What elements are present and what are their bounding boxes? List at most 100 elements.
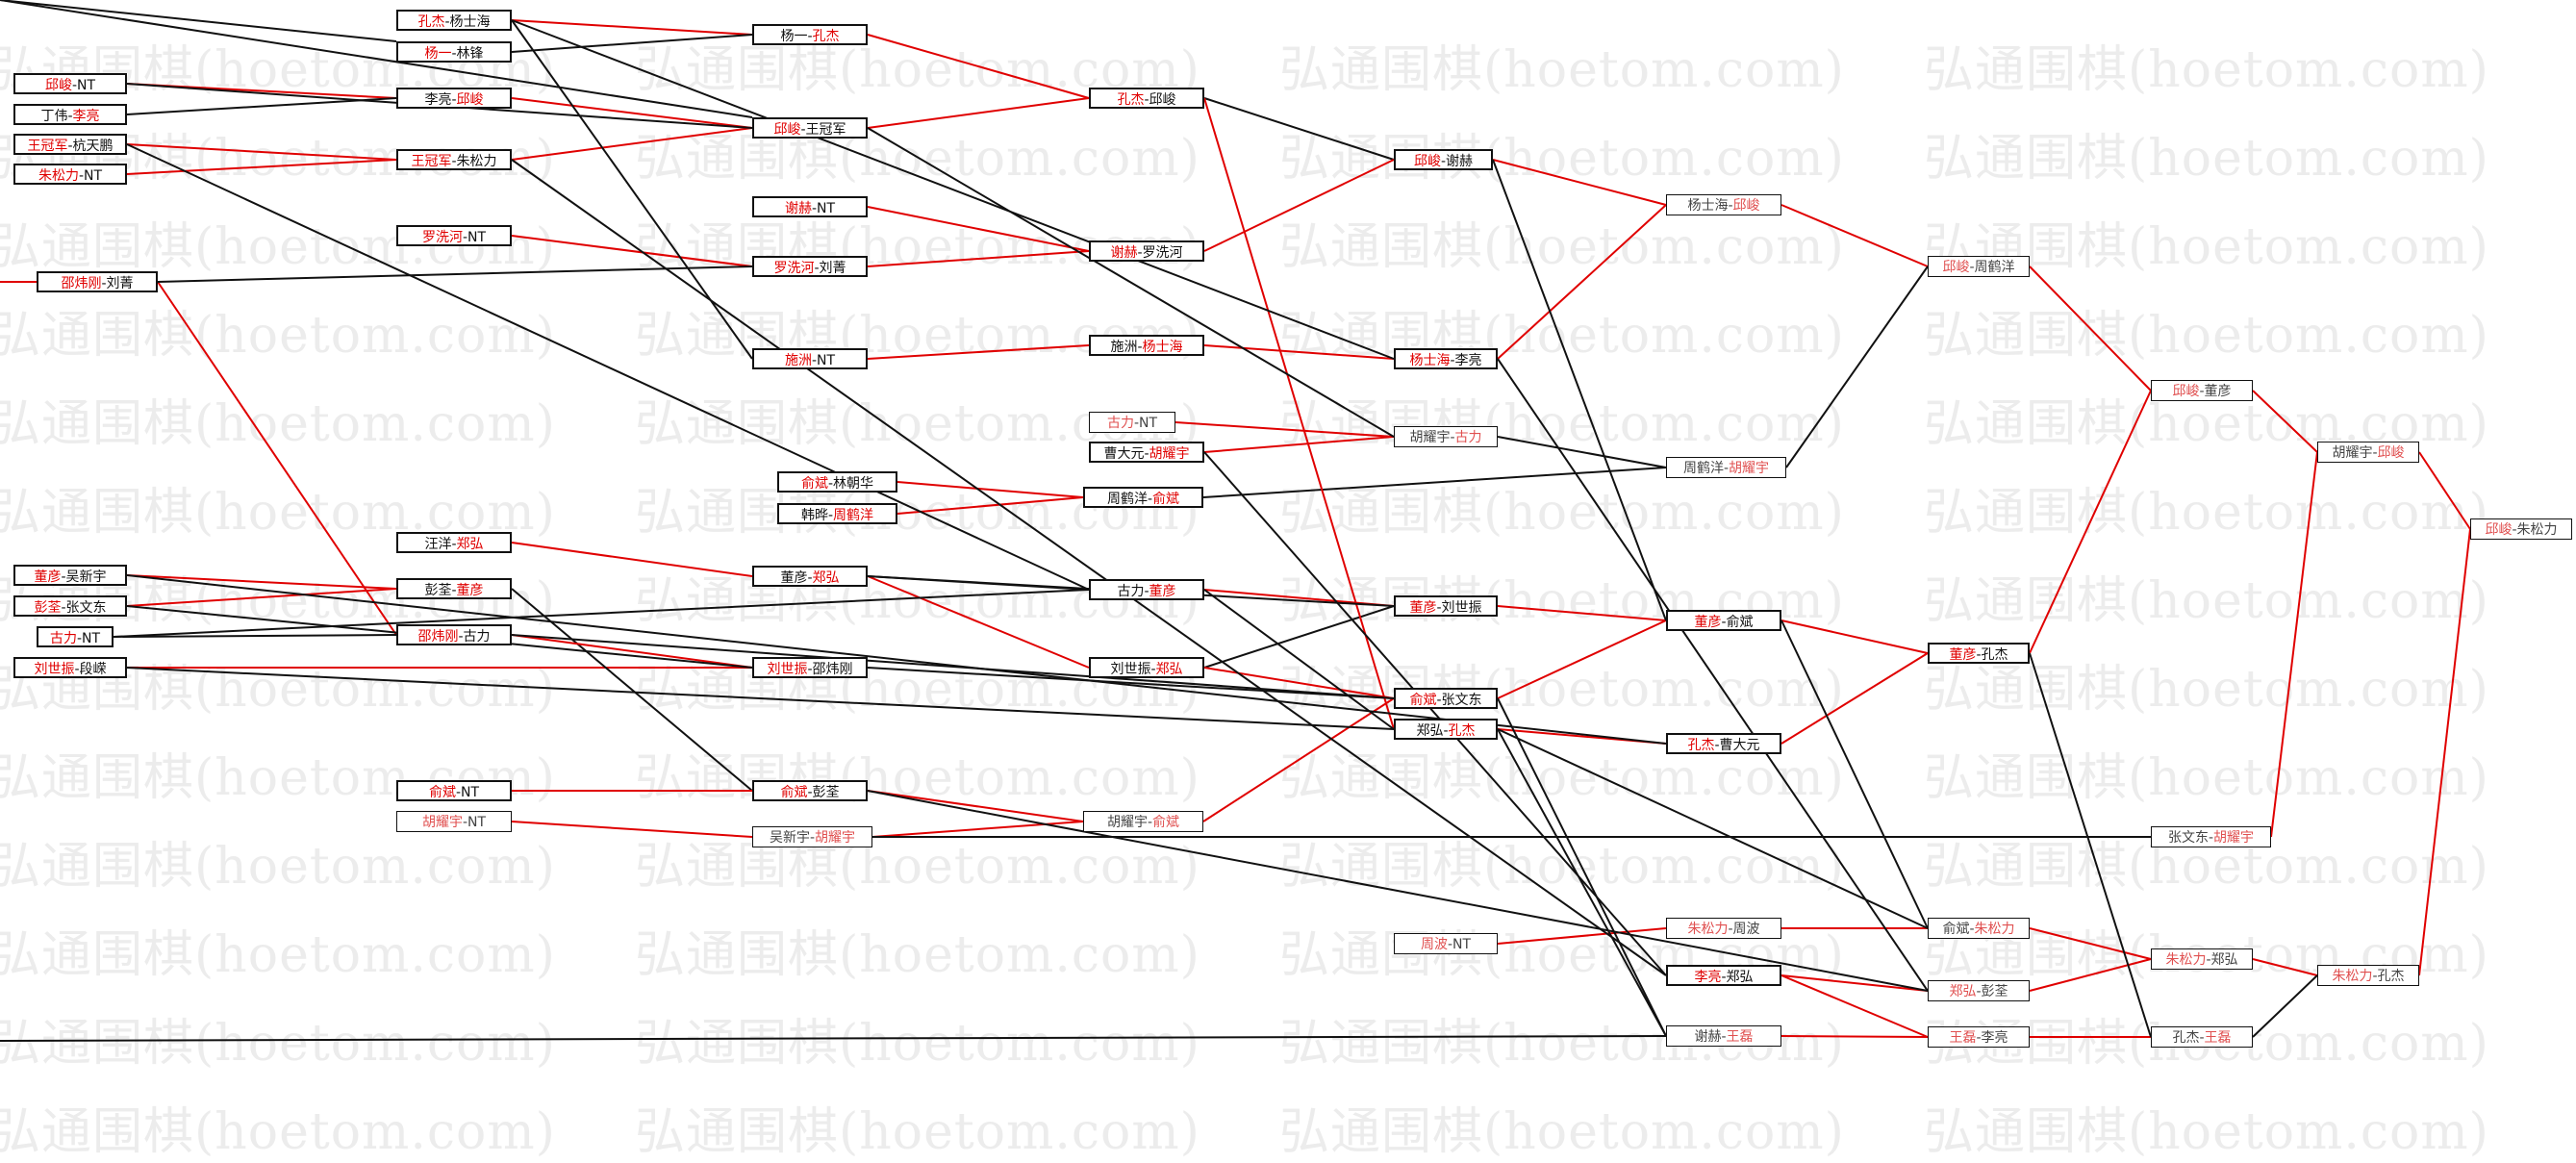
match-box: 杨一-林锋 [396, 41, 512, 63]
match-box: 王磊-李亮 [1928, 1026, 2030, 1048]
match-box: 孔杰-王磊 [2151, 1026, 2253, 1048]
match-box: 汪洋-郑弘 [396, 532, 512, 553]
player-name: 朱松力 [2165, 952, 2207, 968]
loser-connector-line [113, 589, 1090, 638]
player-name: 俞斌 [1152, 492, 1180, 507]
player-name: 王磊 [2204, 1030, 2232, 1046]
winner-connector-line [2029, 958, 2152, 992]
match-separator: - [1976, 647, 1982, 663]
winner-connector-line [897, 496, 1084, 515]
player-name: 朱松力 [2332, 969, 2373, 984]
match-separator: - [807, 785, 813, 800]
match-box: 罗洗河-NT [396, 225, 512, 246]
match-separator: - [807, 662, 813, 677]
loser-connector-line [867, 127, 1395, 438]
match-separator: - [1144, 446, 1149, 462]
winner-connector-line [897, 481, 1084, 498]
player-name: 张文东 [1441, 693, 1482, 708]
match-box: 董彦-吴新宇 [13, 565, 127, 586]
player-name: 韩晔 [800, 508, 828, 523]
player-name: 郑弘 [1726, 970, 1754, 985]
player-name: 杨士海 [1409, 353, 1451, 368]
winner-connector-line [1174, 421, 1395, 438]
loser-connector-line [1497, 728, 1929, 929]
player-name: 林锋 [456, 46, 484, 62]
match-separator: - [1728, 198, 1733, 214]
match-separator: - [1969, 260, 1975, 275]
loser-connector-line [1202, 467, 1667, 498]
player-name: 邵炜刚 [417, 629, 459, 645]
winner-connector-line [1780, 652, 1929, 745]
player-name: 胡耀宇 [1106, 815, 1148, 830]
player-name: 胡耀宇 [1409, 430, 1451, 445]
winner-connector-line [2418, 528, 2471, 976]
player-name: 杨一 [424, 46, 452, 62]
match-separator: - [444, 14, 450, 30]
match-box: 朱松力-郑弘 [2151, 948, 2253, 970]
player-name: 王冠军 [805, 122, 846, 138]
player-name: 古力 [1117, 584, 1145, 599]
player-name: 古力 [49, 631, 77, 646]
match-separator: - [2372, 445, 2378, 461]
player-name: 郑弘 [1416, 723, 1444, 739]
player-name: 孔杰 [417, 14, 445, 30]
player-name: 刘世振 [767, 662, 808, 677]
match-box: 胡耀宇-俞斌 [1083, 811, 1203, 832]
player-name: 朱松力 [456, 154, 497, 169]
match-box: 朱松力-孔杰 [2317, 965, 2419, 986]
player-name: 胡耀宇 [2213, 830, 2255, 846]
winner-connector-line [126, 159, 397, 175]
loser-connector-line [1497, 728, 1667, 1037]
player-name: 俞斌 [780, 785, 808, 800]
match-box: 邱峻-王冠军 [752, 117, 868, 139]
player-name: NT [461, 785, 480, 800]
player-name: 胡耀宇 [421, 815, 463, 830]
loser-connector-line [126, 143, 1090, 591]
match-box: 刘世振-郑弘 [1089, 657, 1204, 678]
match-box: 朱松力-周波 [1666, 918, 1781, 939]
match-separator: - [1147, 492, 1153, 507]
winner-connector-line [867, 790, 1084, 822]
match-separator: - [451, 46, 457, 62]
player-name: 罗洗河 [773, 261, 815, 276]
player-name: 李亮 [1694, 970, 1722, 985]
winner-connector-line [1203, 436, 1395, 453]
match-box: 邱峻-朱松力 [2470, 518, 2572, 540]
match-separator: - [101, 276, 107, 291]
match-box: 郑弘-孔杰 [1394, 719, 1498, 740]
player-name: 俞斌 [1726, 615, 1754, 630]
match-separator: - [2206, 952, 2211, 968]
player-name: NT [817, 353, 836, 368]
match-separator: - [451, 537, 457, 552]
match-box: 罗洗河-刘菁 [752, 256, 868, 277]
winner-connector-line [1780, 974, 1929, 1038]
match-separator: - [71, 78, 78, 93]
match-separator: - [1436, 600, 1442, 616]
bracket-lines [0, 0, 2471, 1042]
match-separator: - [827, 476, 834, 492]
match-box: 彭荃-张文东 [13, 595, 127, 617]
player-name: 朱松力 [1687, 922, 1729, 937]
match-separator: - [462, 230, 468, 245]
match-separator: - [61, 569, 66, 585]
winner-connector-line [1203, 344, 1395, 360]
player-name: 王磊 [1726, 1029, 1754, 1045]
player-name: 邱峻 [1149, 92, 1176, 108]
match-separator: - [1976, 984, 1982, 999]
match-box: 朱松力-NT [13, 164, 127, 185]
winner-connector-line [1780, 619, 1929, 654]
player-name: 孔杰 [1687, 738, 1715, 753]
match-separator: - [811, 353, 818, 368]
match-separator: - [455, 785, 462, 800]
match-box: 谢赫-罗洗河 [1089, 240, 1204, 262]
winner-connector-line [867, 206, 1090, 252]
match-separator: - [1714, 738, 1720, 753]
player-name: 董彦 [780, 570, 808, 586]
match-box: 胡耀宇-古力 [1394, 426, 1498, 447]
winner-connector-line [867, 34, 1090, 99]
match-box: 韩晔-周鹤洋 [777, 503, 897, 524]
match-separator: - [2372, 969, 2378, 984]
match-separator: - [811, 201, 818, 216]
watermark-text: 弘通围棋(hoetom.com) [635, 1103, 1200, 1161]
winner-connector-line [511, 97, 753, 129]
